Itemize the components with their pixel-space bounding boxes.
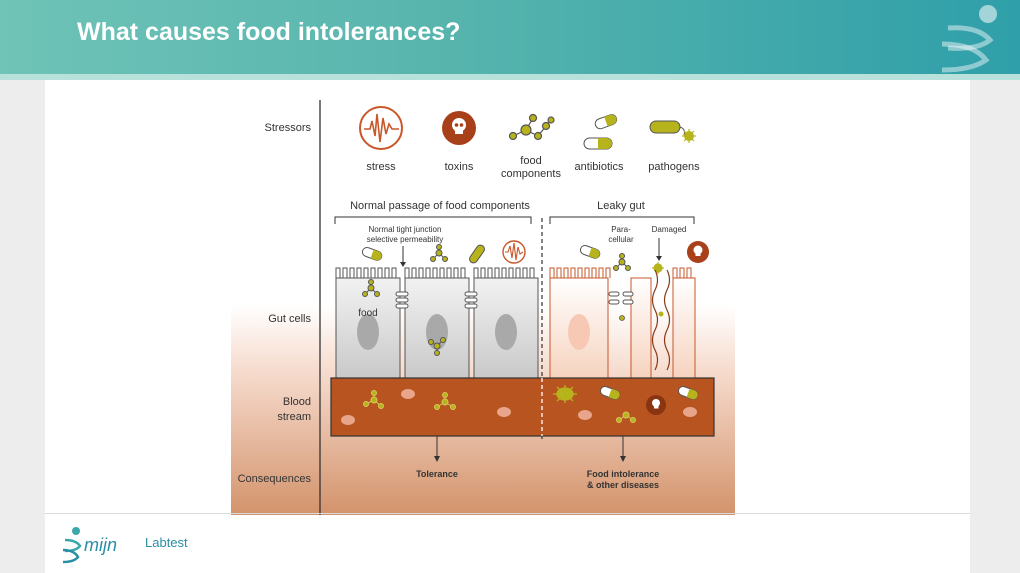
leaky-gut-cells: [549, 267, 696, 379]
footer-divider: [45, 513, 970, 514]
logo-text: Labtest: [145, 535, 188, 550]
bacteria-small-icon: [469, 244, 485, 264]
page-title: What causes food intolerances?: [77, 18, 461, 46]
header-bar: [0, 0, 1020, 74]
mijn-labtest-logo: mijn: [62, 527, 117, 564]
stress-small-icon: [502, 240, 526, 264]
pathogen-leaky-icon: [652, 262, 664, 274]
leaky-bracket: [549, 216, 695, 224]
molecule-leaky-icon: [613, 253, 631, 271]
row-label-blood: Blood: [283, 396, 311, 408]
normal-bracket: [334, 216, 532, 224]
para-label-1: Para-: [611, 225, 631, 234]
normal-junction-label-1: Normal tight junction: [369, 225, 442, 234]
capsule-leaky-icon: [579, 244, 601, 259]
food-molecule-icon: [508, 113, 555, 141]
stressor-label-pathogens: pathogens: [648, 161, 700, 173]
consequence-intolerance-2: & other diseases: [587, 480, 659, 490]
toxin-leaky-icon: [687, 241, 709, 263]
row-label-consequences: Consequences: [238, 473, 312, 485]
row-label-gut-cells: Gut cells: [268, 313, 311, 325]
logo-dot-icon: [72, 527, 80, 535]
stress-icon: [359, 106, 403, 150]
header-accent-strip: [0, 74, 1020, 80]
stressor-label-antibiotics: antibiotics: [575, 161, 624, 173]
stressor-label-stress: stress: [366, 161, 396, 173]
consequence-tolerance: Tolerance: [416, 469, 458, 479]
stressor-label-food: food: [520, 155, 541, 167]
logo-script: mijn: [84, 535, 117, 555]
food-intolerance-diagram: Stressors Gut cells Blood stream Consequ…: [231, 90, 735, 515]
blood-stream-band: [330, 377, 715, 437]
section-title-normal: Normal passage of food components: [350, 200, 530, 212]
para-label-2: cellular: [608, 235, 634, 244]
row-label-stressors: Stressors: [265, 122, 312, 134]
stressor-label-components: components: [501, 168, 561, 180]
food-in-cell-label: food: [358, 308, 377, 319]
normal-junction-label-2: selective permeability: [367, 235, 443, 244]
row-label-stream: stream: [277, 411, 311, 423]
damaged-label: Damaged: [652, 225, 687, 234]
pathogen-bacteria-icon: [649, 120, 696, 143]
consequence-intolerance-1: Food intolerance: [587, 469, 660, 479]
stressor-label-toxins: toxins: [445, 161, 474, 173]
antibiotic-capsule-icon: [583, 114, 618, 150]
normal-gut-cells: [335, 267, 539, 379]
brand-dna-icon: [941, 5, 997, 73]
toxin-skull-icon: [442, 111, 476, 145]
capsule-small-icon: [361, 246, 383, 261]
molecule-small-icon: [430, 244, 448, 262]
section-title-leaky: Leaky gut: [597, 200, 645, 212]
